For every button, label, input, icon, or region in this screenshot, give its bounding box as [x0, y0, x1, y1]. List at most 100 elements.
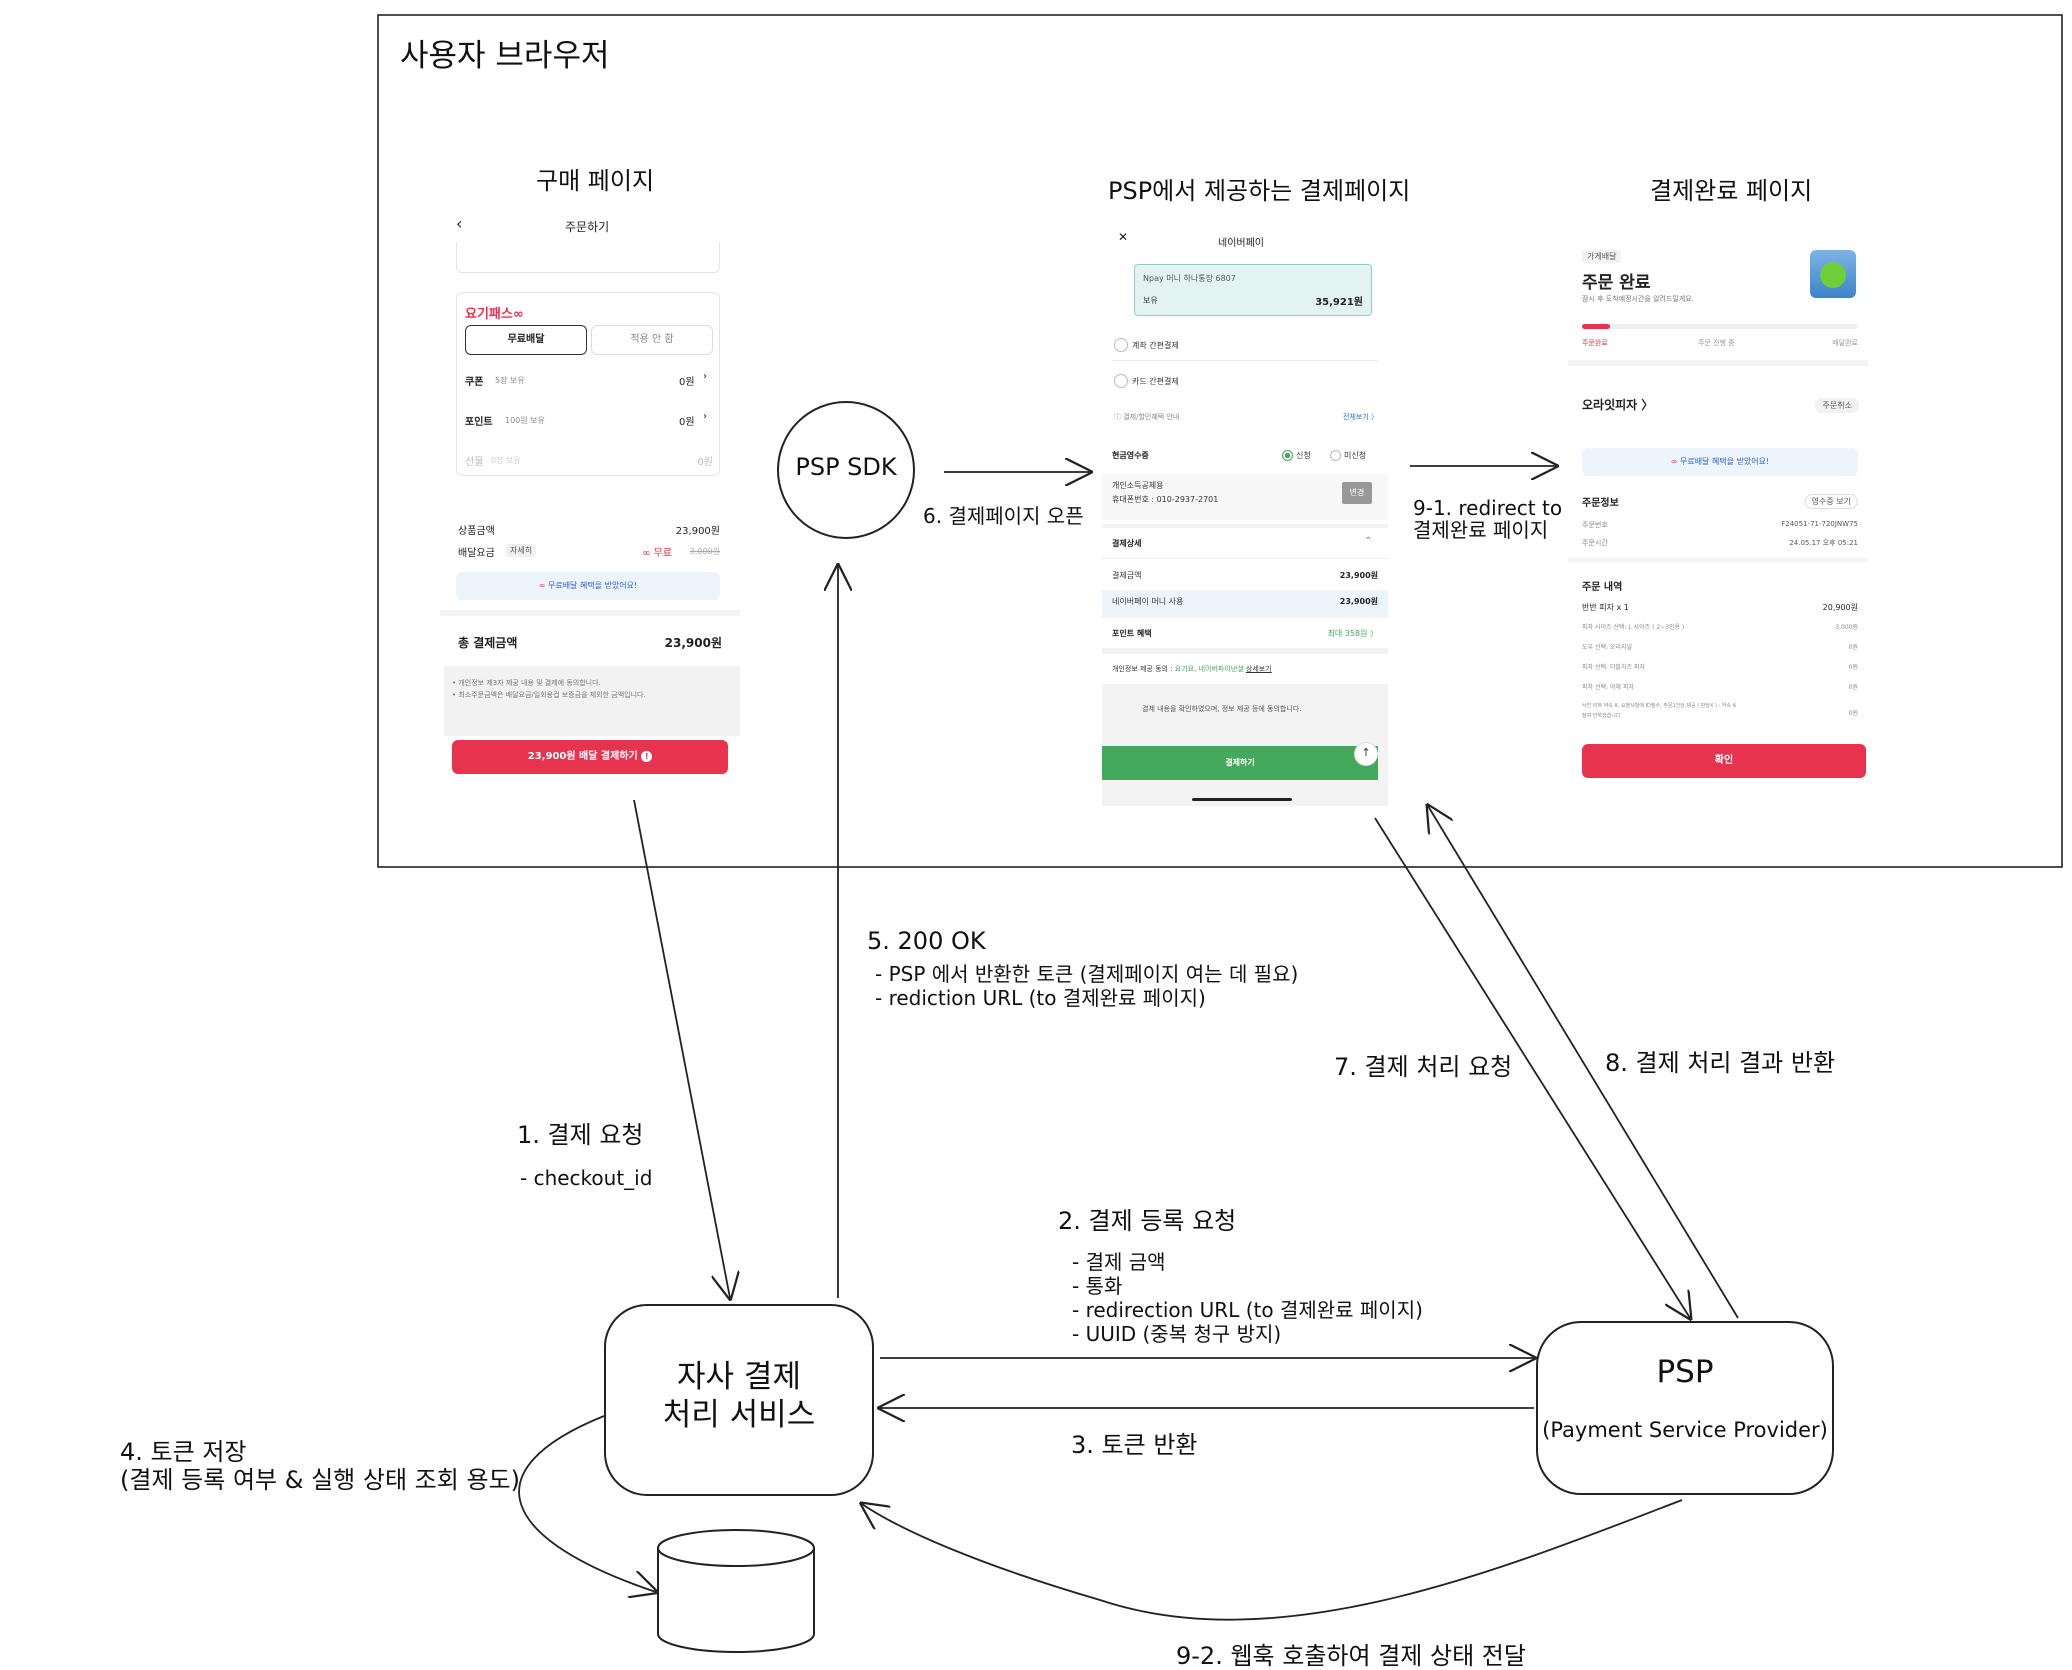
- service-node-box: [604, 1304, 874, 1496]
- opt-account-radio[interactable]: [1114, 338, 1128, 352]
- step8-title: 8. 결제 처리 결과 반환: [1605, 1049, 1836, 1077]
- browser-frame: [377, 14, 2063, 868]
- item-2-price: 3,000원: [1835, 624, 1858, 631]
- point-label: 포인트: [465, 417, 493, 428]
- receipt-change-button[interactable]: 변경: [1342, 482, 1372, 504]
- pay-info-icon: !: [641, 751, 653, 762]
- privacy-line: 개인정보 제공 동의 : 요기요, 네이버파이낸셜 상세보기: [1112, 664, 1272, 674]
- privacy-label: 개인정보 제공 동의 :: [1112, 665, 1173, 673]
- item-3-price: 0원: [1848, 644, 1858, 651]
- progress-track: [1582, 324, 1858, 329]
- delivery-detail-button[interactable]: 자세히: [506, 544, 537, 557]
- psp-payment-screen: ✕ 네이버페이 Npay 머니 하나통장 6807 보유 35,921원 계좌 …: [1102, 222, 1388, 806]
- discount-info[interactable]: ⓘ 결제/할인혜택 안내: [1114, 413, 1180, 421]
- account-card[interactable]: Npay 머니 하나통장 6807 보유 35,921원: [1134, 264, 1372, 316]
- psp-pay-button[interactable]: 결제하기: [1102, 746, 1378, 780]
- coupon-value: 0원: [679, 377, 695, 388]
- psp-node-subtitle: (Payment Service Provider): [1542, 1418, 1828, 1442]
- money-row-bg: [1102, 590, 1388, 612]
- privacy-parties: 요기요, 네이버파이낸셜: [1174, 665, 1244, 673]
- service-node-text: 자사 결제 처리 서비스: [605, 1358, 873, 1434]
- arrow-4-store: [518, 1415, 656, 1592]
- gift-value: 0원: [697, 457, 713, 468]
- delivery-free: ∞ 무료: [642, 544, 672, 559]
- browser-title: 사용자 브라우저: [400, 38, 610, 74]
- opt-account-label: 계좌 간편결제: [1132, 341, 1179, 350]
- step7-title: 7. 결제 처리 요청: [1334, 1053, 1513, 1081]
- notice-line-1: • 개인정보 제3자 제공 내용 및 결제에 동의합니다.: [452, 679, 601, 687]
- opt-card-label: 카드 간편결제: [1132, 377, 1179, 386]
- psp-header: 네이버페이: [1218, 238, 1264, 249]
- delivery-free-mark-icon: ∞: [642, 548, 651, 559]
- points-area[interactable]: 포인트 혜택 최대 358원 〉: [1102, 618, 1388, 648]
- amount-value: 23,900원: [1339, 571, 1378, 580]
- tab-not-applied[interactable]: 적용 안 함: [591, 325, 713, 355]
- item-5-price: 0원: [1848, 684, 1858, 691]
- bag-illustration-icon: [1810, 250, 1856, 298]
- detail-label: 결제상세: [1112, 539, 1142, 548]
- detail-divider: [1102, 558, 1388, 559]
- product-amount-label: 상품금액: [458, 526, 495, 537]
- order-detail-label: 주문 내역: [1582, 582, 1623, 593]
- point-chevron-icon[interactable]: ›: [703, 411, 707, 422]
- notice-line-2: • 최소주문금액은 배달요금/일회용컵 보증금을 제외한 금액입니다.: [452, 691, 646, 699]
- psp-sdk-label: PSP SDK: [795, 453, 897, 481]
- progress-step-1: 주문완료: [1582, 339, 1608, 347]
- scroll-up-icon[interactable]: ↑: [1354, 742, 1378, 766]
- step1-detail: - checkout_id: [520, 1166, 653, 1190]
- psp-node-title: PSP: [1656, 1354, 1714, 1390]
- coupon-chevron-icon[interactable]: ›: [703, 371, 707, 382]
- complete-benefit-mark-icon: ∞: [1670, 457, 1678, 466]
- cancel-order-button[interactable]: 주문취소: [1814, 398, 1860, 413]
- purchase-pay-button[interactable]: 23,900원 배달 결제하기 !: [452, 740, 728, 774]
- psp-account-area: Npay 머니 하나통장 6807 보유 35,921원 계좌 간편결제 카드 …: [1102, 254, 1388, 444]
- item-3-name: 도우 선택: 오리지널: [1582, 644, 1632, 651]
- step2-detail-1: - 결제 금액: [1072, 1250, 1166, 1274]
- yogipass-brand: 요기패스: [465, 307, 513, 322]
- section-divider-2: [1568, 558, 1868, 562]
- opt-card-radio[interactable]: [1114, 374, 1128, 388]
- arrow-8-result: [1428, 806, 1739, 1319]
- receipt-view-button[interactable]: 영수증 보기: [1804, 494, 1858, 509]
- arrow-7-process: [1374, 817, 1690, 1318]
- complete-benefit-text: 무료배달 혜택을 받았어요!: [1679, 457, 1770, 466]
- step9-2-title: 9-2. 웹훅 호출하여 결제 상태 전달: [1176, 1642, 1526, 1670]
- benefit-banner: ∞ 무료배달 혜택을 받았어요!: [456, 572, 720, 600]
- item-6-price: 0원: [1848, 710, 1858, 717]
- confirm-button[interactable]: 확인: [1582, 744, 1866, 778]
- step9-1-line2: 결제완료 페이지: [1413, 518, 1549, 542]
- service-node-line1: 자사 결제: [677, 1359, 801, 1395]
- item-4-price: 0원: [1848, 664, 1858, 671]
- delivery-label: 배달요금: [458, 548, 495, 559]
- psp-sdk-circle: [777, 401, 915, 539]
- money-value: 23,900원: [1339, 597, 1378, 606]
- step4-line2: (결제 등록 여부 & 실행 상태 조회 용도): [120, 1466, 520, 1494]
- purchase-page-label: 구매 페이지: [536, 167, 655, 195]
- step3-title: 3. 토큰 반환: [1071, 1431, 1198, 1459]
- back-icon[interactable]: ‹: [456, 214, 463, 233]
- product-amount-value: 23,900원: [675, 526, 720, 537]
- purchase-header: 주문하기: [565, 220, 610, 234]
- privacy-area: 개인정보 제공 동의 : 요기요, 네이버파이낸셜 상세보기: [1102, 654, 1388, 684]
- psp-close-icon[interactable]: ✕: [1118, 230, 1129, 244]
- step2-detail-3: - redirection URL (to 결제완료 페이지): [1072, 1298, 1423, 1322]
- top-card-fragment: [456, 242, 720, 273]
- receipt-apply-radio[interactable]: [1282, 450, 1293, 461]
- detail-collapse-icon[interactable]: ⌃: [1364, 536, 1373, 547]
- order-no: F24051-71-720JNW75: [1781, 520, 1858, 528]
- payment-detail-area: 결제상세 ⌃ 결제금액 23,900원 네이버페이 머니 사용 23,900원: [1102, 528, 1388, 612]
- privacy-link[interactable]: 상세보기: [1245, 665, 1272, 673]
- store-delivery-badge: 가게배달: [1582, 250, 1622, 263]
- receipt-none-radio[interactable]: [1330, 450, 1341, 461]
- item-1-price: 20,900원: [1822, 603, 1858, 612]
- complete-page-screen: 가게배달 주문 완료 잠시 후 도착예정시간을 알려드릴게요. 주문완료 주문 …: [1568, 238, 1868, 784]
- receipt-detail-box: [1102, 474, 1388, 520]
- complete-page-label: 결제완료 페이지: [1650, 177, 1813, 205]
- step2-title: 2. 결제 등록 요청: [1058, 1207, 1237, 1235]
- store-name-link[interactable]: 오라잇피자 〉: [1582, 398, 1654, 412]
- step5-detail-2: - rediction URL (to 결제완료 페이지): [875, 986, 1206, 1010]
- tab-free-delivery[interactable]: 무료배달: [465, 325, 587, 355]
- total-divider: [440, 610, 740, 616]
- service-node-line2: 처리 서비스: [662, 1397, 816, 1433]
- view-all-link[interactable]: 전체보기 〉: [1343, 413, 1378, 421]
